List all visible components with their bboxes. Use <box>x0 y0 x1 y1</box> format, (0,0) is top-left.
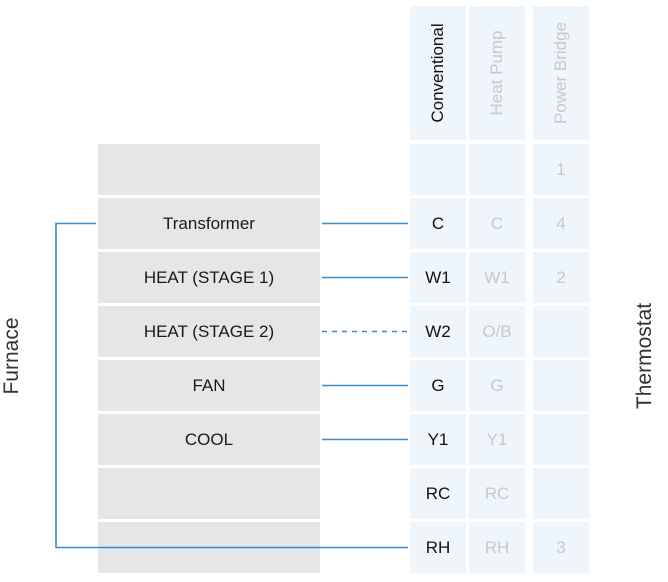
column-header-0: Conventional <box>410 6 466 140</box>
furnace-terminal <box>98 144 320 195</box>
thermostat-terminal-heat-pump <box>469 144 525 195</box>
thermostat-terminal-conventional: RH <box>410 522 466 573</box>
furnace-terminal: Transformer <box>98 198 320 249</box>
thermostat-terminal-power-bridge <box>533 414 589 465</box>
thermostat-terminal-heat-pump: RH <box>469 522 525 573</box>
furnace-terminal: FAN <box>98 360 320 411</box>
thermostat-terminal-power-bridge: 2 <box>533 252 589 303</box>
thermostat-terminal-heat-pump: C <box>469 198 525 249</box>
thermostat-terminal-conventional: G <box>410 360 466 411</box>
wire-loop-rh <box>55 222 408 549</box>
thermostat-terminal-power-bridge: 3 <box>533 522 589 573</box>
furnace-terminal: HEAT (STAGE 2) <box>98 306 320 357</box>
thermostat-terminal-heat-pump: O/B <box>469 306 525 357</box>
thermostat-terminal-conventional: C <box>410 198 466 249</box>
thermostat-terminal-heat-pump: W1 <box>469 252 525 303</box>
thermostat-terminal-conventional: Y1 <box>410 414 466 465</box>
furnace-terminal: COOL <box>98 414 320 465</box>
furnace-terminal <box>98 468 320 519</box>
thermostat-terminal-conventional <box>410 144 466 195</box>
furnace-terminal: HEAT (STAGE 1) <box>98 252 320 303</box>
thermostat-terminal-conventional: W1 <box>410 252 466 303</box>
thermostat-terminal-power-bridge <box>533 468 589 519</box>
thermostat-terminal-power-bridge: 4 <box>533 198 589 249</box>
column-header-2: Power Bridge <box>533 6 589 140</box>
thermostat-terminal-power-bridge <box>533 306 589 357</box>
thermostat-terminal-heat-pump: Y1 <box>469 414 525 465</box>
thermostat-terminal-power-bridge: 1 <box>533 144 589 195</box>
thermostat-terminal-heat-pump: G <box>469 360 525 411</box>
column-header-1: Heat Pump <box>469 6 525 140</box>
thermostat-terminal-power-bridge <box>533 360 589 411</box>
thermostat-terminal-conventional: RC <box>410 468 466 519</box>
thermostat-terminal-conventional: W2 <box>410 306 466 357</box>
thermostat-terminal-heat-pump: RC <box>469 468 525 519</box>
